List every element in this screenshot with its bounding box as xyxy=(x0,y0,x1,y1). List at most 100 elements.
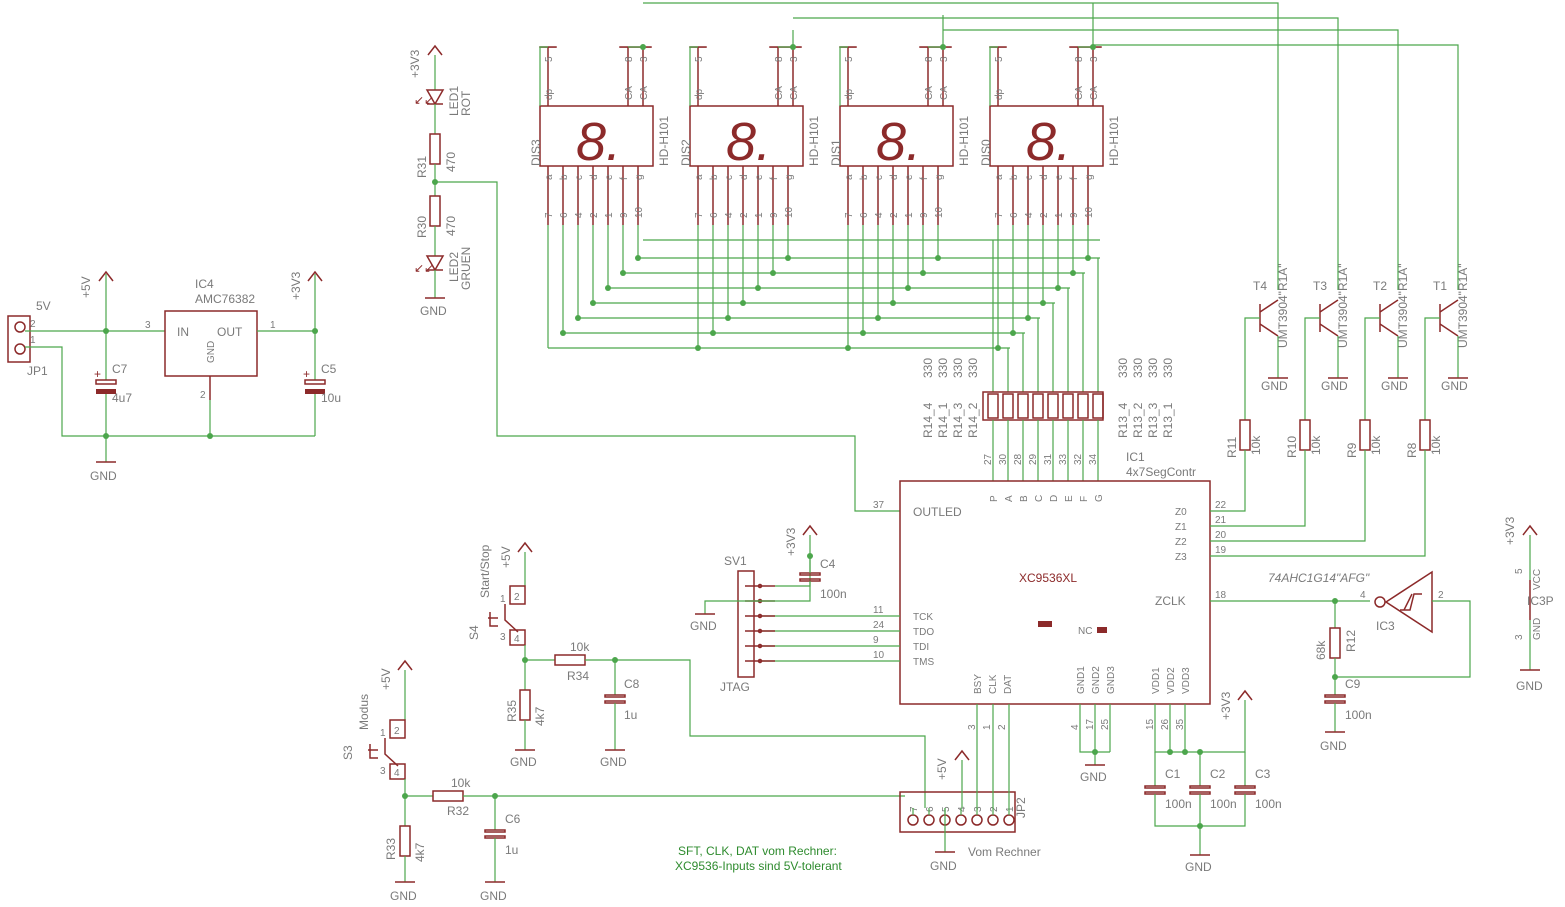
ic1-pin-label: VDD1 xyxy=(1151,667,1162,694)
resnet-value: 330 xyxy=(936,358,950,378)
svg-text:100n: 100n xyxy=(1165,797,1192,811)
svg-text:C3: C3 xyxy=(1255,767,1271,781)
display-pin: 3 xyxy=(1089,56,1100,62)
ic1-pin-label: VDD3 xyxy=(1181,667,1192,694)
ic1-pin-number: 22 xyxy=(1215,500,1227,511)
transistor-name: T1 xyxy=(1433,279,1447,293)
svg-text:2: 2 xyxy=(514,592,520,603)
resnet-name: R14_4 xyxy=(921,402,935,438)
display-pin-label: b xyxy=(559,174,570,180)
jp2-pin-number: 2 xyxy=(989,806,1000,812)
svg-text:4x7SegContr: 4x7SegContr xyxy=(1126,465,1196,479)
base-resistor-value: 10k xyxy=(1429,435,1443,455)
display-pin-label: CA xyxy=(1089,86,1100,100)
ic1-pin-label: VDD2 xyxy=(1166,667,1177,694)
display-pin-label: d xyxy=(889,174,900,180)
display-pin: 6 xyxy=(709,212,720,218)
display-body xyxy=(839,105,954,167)
svg-text:GND: GND xyxy=(420,304,447,318)
display-pin-label: c xyxy=(724,175,735,180)
display-pin-label: a xyxy=(544,174,555,180)
gnd-label: GND xyxy=(90,469,117,483)
resnet-name: R14_2 xyxy=(966,402,980,438)
svg-text:2: 2 xyxy=(200,390,206,401)
svg-text:68k: 68k xyxy=(1314,640,1328,660)
ic3p-power: +3V3 5 VCC IC3P GND 3 GND xyxy=(1503,516,1554,693)
ic1-pin-number: 35 xyxy=(1175,718,1186,730)
svg-text:+5V: +5V xyxy=(935,758,949,780)
display-pin: 9 xyxy=(619,212,630,218)
svg-text:GND: GND xyxy=(1532,618,1543,640)
display-pin: 8 xyxy=(1074,56,1085,62)
ic1-pin-number: 10 xyxy=(873,650,885,661)
svg-text:4: 4 xyxy=(514,634,520,645)
jp2-pin xyxy=(923,814,935,826)
display-glyph: 8. xyxy=(576,112,621,172)
led2-diode xyxy=(425,255,445,272)
c7-name: C7 xyxy=(112,362,128,376)
display-pin: 7 xyxy=(994,212,1005,218)
jp2-pin xyxy=(1003,814,1015,826)
display-pin-label: dp xyxy=(544,88,555,100)
display-name: DIS3 xyxy=(529,139,543,166)
ic1-pin-number: 1 xyxy=(982,724,993,730)
base-resistor-value: 10k xyxy=(1249,435,1263,455)
ic1-power-pins: GND +3V3 GND C1 100n C2 100n C3 100n xyxy=(1079,689,1282,874)
jp2-pin xyxy=(907,814,919,826)
ic1-pin-label: E xyxy=(1064,495,1075,502)
resnet-value: 330 xyxy=(1146,358,1160,378)
sv1-jtag: SV1 JTAG +3V3 C4 100n GND xyxy=(690,524,847,694)
svg-text:R31: R31 xyxy=(415,156,429,178)
svg-text:C8: C8 xyxy=(624,677,640,691)
r31-resistor xyxy=(429,133,441,165)
svg-text:74AHC1G14"AFG": 74AHC1G14"AFG" xyxy=(1268,571,1370,585)
svg-text:JTAG: JTAG xyxy=(720,680,750,694)
base-resistor-name: R11 xyxy=(1225,437,1239,458)
display-pin: 1 xyxy=(1054,212,1065,218)
ic1-pin-label: GND2 xyxy=(1091,666,1102,694)
r33-resistor xyxy=(399,825,411,857)
jp1-pin-label: 1 xyxy=(30,335,36,346)
display-pin: 7 xyxy=(844,212,855,218)
svg-text:5: 5 xyxy=(1514,568,1525,574)
svg-text:R35: R35 xyxy=(505,700,519,722)
display-name: DIS1 xyxy=(829,139,843,166)
resnet-value: 330 xyxy=(951,358,965,378)
jp2-pin-number: 3 xyxy=(973,806,984,812)
transistor-part: UMT3904"R1A" xyxy=(1456,263,1470,348)
jp2-pin-number: 4 xyxy=(957,806,968,812)
ic1-pin-number: 11 xyxy=(873,605,884,616)
svg-text:+3V3: +3V3 xyxy=(784,527,798,556)
display-part: HD-H101 xyxy=(1107,116,1121,166)
note-line-2: XC9536-Inputs sind 5V-tolerant xyxy=(675,859,842,873)
svg-text:VCC: VCC xyxy=(1532,569,1543,590)
svg-text:100n: 100n xyxy=(1255,797,1282,811)
gnd-label: GND xyxy=(1321,379,1348,393)
jp1-pin-label: 2 xyxy=(30,319,36,330)
display-pin: 4 xyxy=(724,212,735,218)
display-pin: 1 xyxy=(604,212,615,218)
jp2-pin-number: 6 xyxy=(925,806,936,812)
display-pin-label: e xyxy=(754,174,765,180)
display-pin-label: f xyxy=(919,177,930,180)
ic1-pins: 27P30A28B29C31D33E32F34GZ022Z121Z220Z319… xyxy=(760,453,1227,730)
display-pin: 6 xyxy=(1009,212,1020,218)
svg-text:10k: 10k xyxy=(570,640,590,654)
svg-text:37: 37 xyxy=(873,500,885,511)
svg-text:10k: 10k xyxy=(451,776,471,790)
svg-text:10u: 10u xyxy=(321,391,341,405)
ic1-pin-label: GND1 xyxy=(1076,666,1087,694)
svg-text:+5V: +5V xyxy=(379,668,393,690)
resnet-name: R14_1 xyxy=(936,402,950,438)
ic1-pin-number: 26 xyxy=(1160,718,1171,730)
display-pin-label: b xyxy=(1009,174,1020,180)
display-pin-label: f xyxy=(1069,177,1080,180)
display-pin-label: d xyxy=(1039,174,1050,180)
svg-text:+3V3: +3V3 xyxy=(1503,516,1517,545)
svg-text:LED2: LED2 xyxy=(447,252,461,282)
ic1-pin-number: 31 xyxy=(1043,453,1054,465)
svg-text:GND: GND xyxy=(390,889,417,903)
svg-text:4: 4 xyxy=(1360,590,1366,601)
